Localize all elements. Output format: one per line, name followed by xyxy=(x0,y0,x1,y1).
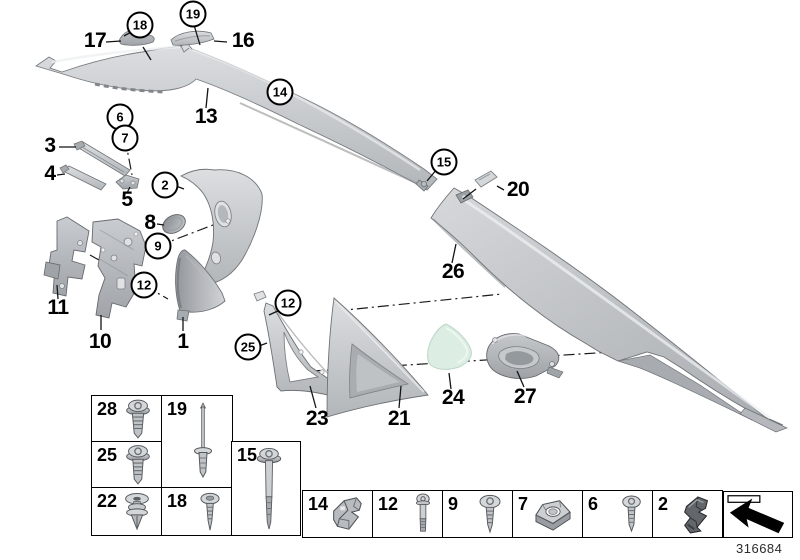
part-8-cap xyxy=(162,214,186,234)
callout-20[interactable]: 20 xyxy=(506,178,530,202)
expanding-rivet-icon xyxy=(125,492,149,530)
legend-cell-number: 9 xyxy=(448,494,459,514)
part-24-glass xyxy=(427,323,472,370)
legend-cell-25[interactable]: 25 xyxy=(91,441,163,489)
legend-cell-14[interactable]: 14 xyxy=(302,490,373,538)
legend-cell-number: 6 xyxy=(588,494,599,514)
pan-screw-icon xyxy=(479,494,501,534)
callout-23[interactable]: 23 xyxy=(305,407,329,431)
callout-16[interactable]: 16 xyxy=(231,29,255,53)
flange-screw-icon xyxy=(126,445,150,485)
speed-nut-icon xyxy=(535,500,571,531)
callout-circle-9[interactable]: 9 xyxy=(144,232,172,260)
legend-cell-number: 14 xyxy=(308,494,329,514)
pan-screw-icon xyxy=(622,495,641,533)
legend-cell-12[interactable]: 12 xyxy=(372,490,443,538)
callout-27[interactable]: 27 xyxy=(513,385,537,409)
legend-cell-15[interactable]: 15 xyxy=(231,441,301,536)
legend-cell-18[interactable]: 18 xyxy=(161,487,233,536)
callout-circle-12[interactable]: 12 xyxy=(274,289,302,317)
legend-cell-number: 25 xyxy=(97,445,118,465)
callout-circle-14[interactable]: 14 xyxy=(266,78,294,106)
legend-cell-7[interactable]: 7 xyxy=(512,490,583,538)
callout-24[interactable]: 24 xyxy=(441,386,465,410)
part-3-rail xyxy=(73,140,131,177)
callout-circle-18[interactable]: 18 xyxy=(126,11,154,39)
legend-cell-2[interactable]: 2 xyxy=(652,490,723,538)
part-11-bracket xyxy=(43,216,90,297)
legend-cell-number: 12 xyxy=(378,494,399,514)
part-27-bracket xyxy=(486,333,564,379)
legend-cell-number: 7 xyxy=(518,494,529,514)
flange-screw-icon xyxy=(126,399,150,439)
part-upper-a-pillar-trim xyxy=(34,42,438,192)
legend-cell-number: 22 xyxy=(97,491,118,511)
callout-13[interactable]: 13 xyxy=(194,105,218,129)
callout-circle-25[interactable]: 25 xyxy=(234,333,262,361)
part-2-bracket xyxy=(179,168,263,285)
callout-8[interactable]: 8 xyxy=(144,211,156,235)
part-20-clip xyxy=(474,170,498,188)
callout-circle-15[interactable]: 15 xyxy=(430,148,458,176)
part-26-lower-a-pillar-trim xyxy=(430,187,788,433)
legend-cell-number: 19 xyxy=(167,399,188,419)
legend-cell-number: 15 xyxy=(237,445,258,465)
pin-rivet-icon xyxy=(200,492,220,530)
legend-cell-9[interactable]: 9 xyxy=(442,490,513,538)
callout-circle-2[interactable]: 2 xyxy=(151,171,179,199)
legend-cell-number: 18 xyxy=(167,491,188,511)
callout-17[interactable]: 17 xyxy=(83,29,107,53)
part-16-strip xyxy=(170,30,215,46)
part-10-bracket xyxy=(91,218,147,319)
part-4-rail xyxy=(59,164,107,191)
legend-cell-number: 28 xyxy=(97,399,118,419)
doc-number: 316684 xyxy=(736,541,783,556)
part-5-bracket xyxy=(115,174,140,190)
legend-cell-19[interactable]: 19 xyxy=(161,395,233,489)
callout-circle-12[interactable]: 12 xyxy=(130,271,158,299)
nav-arrow-button[interactable] xyxy=(723,491,793,538)
bolt-icon xyxy=(415,493,431,532)
callout-4[interactable]: 4 xyxy=(44,162,56,186)
callout-5[interactable]: 5 xyxy=(121,188,133,212)
callout-21[interactable]: 21 xyxy=(387,407,411,431)
nav-arrow-icon xyxy=(727,495,785,534)
callout-circle-7[interactable]: 7 xyxy=(111,124,139,152)
part-21-triangle-trim xyxy=(326,297,429,418)
part-1-trim-panel xyxy=(175,249,226,322)
legend-cell-6[interactable]: 6 xyxy=(582,490,653,538)
callout-11[interactable]: 11 xyxy=(47,296,69,320)
blind-rivet-icon xyxy=(194,402,212,479)
legend-cell-22[interactable]: 22 xyxy=(91,487,163,536)
callout-3[interactable]: 3 xyxy=(44,134,56,158)
spring-clip-dark-icon xyxy=(684,496,709,534)
spring-clip-icon xyxy=(333,497,362,530)
legend-cell-28[interactable]: 28 xyxy=(91,395,163,443)
callout-circle-19[interactable]: 19 xyxy=(179,0,207,28)
callout-1[interactable]: 1 xyxy=(177,330,189,354)
legend-cell-number: 2 xyxy=(658,494,669,514)
callout-26[interactable]: 26 xyxy=(441,260,465,284)
long-screw-icon xyxy=(256,447,282,529)
callout-10[interactable]: 10 xyxy=(88,330,112,354)
